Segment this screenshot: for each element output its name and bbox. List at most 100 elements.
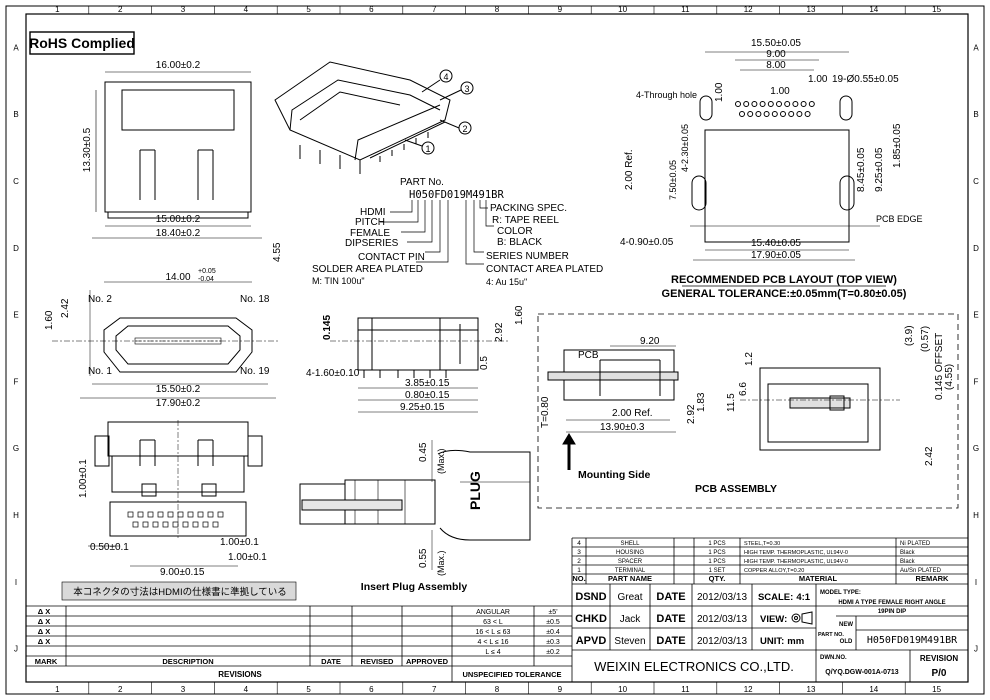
column-number: 15 bbox=[932, 685, 941, 694]
pcb-dim-925: 9.25±0.05 bbox=[874, 147, 885, 192]
bottom-dim-100-a: 1.00±0.1 bbox=[220, 537, 259, 548]
bottom-dim-900: 9.00±0.15 bbox=[160, 567, 205, 578]
side-dim-05: 0.5 bbox=[479, 356, 490, 370]
column-number: 1 bbox=[55, 5, 60, 14]
tb-scale: SCALE:4:1 bbox=[758, 592, 811, 603]
tb-dsnd-name: Great bbox=[617, 592, 642, 603]
asm-dim-292: 2.92 bbox=[686, 404, 697, 424]
part-no-title: PART No. bbox=[400, 177, 444, 188]
pin-hole bbox=[137, 511, 144, 518]
spec-note: 本コネクタの寸法はHDMIの仕様書に準拠している bbox=[73, 586, 287, 598]
mating-face-view bbox=[52, 281, 280, 399]
asm-dim-920: 9.20 bbox=[640, 336, 660, 347]
tb-view-label: VIEW: bbox=[760, 614, 787, 625]
row-letter: A bbox=[13, 43, 19, 52]
bottom-dim-100-b: 1.00±0.1 bbox=[228, 552, 267, 563]
pcb-hole bbox=[743, 101, 750, 107]
side-view bbox=[330, 317, 510, 413]
pn-left-solder-area: SOLDER AREA PLATED bbox=[312, 264, 423, 275]
tb-old: OLD bbox=[840, 639, 853, 645]
tolerance-value: ±5' bbox=[548, 609, 557, 616]
tb-model-label: MODEL TYPE: bbox=[820, 590, 861, 596]
front-dim-outer-width: 18.40±0.2 bbox=[156, 228, 201, 239]
mating-dim-tol-minus: -0.04 bbox=[198, 276, 214, 283]
bom-material: STEEL,T=0.30 bbox=[744, 541, 780, 547]
pin-no-19: No. 19 bbox=[240, 366, 270, 377]
pcb-dim-090: 4-0.90±0.05 bbox=[620, 237, 674, 248]
pcb-hole bbox=[759, 101, 766, 107]
pin-hole bbox=[212, 521, 219, 528]
bom-remark: Black bbox=[900, 559, 916, 565]
spec-note-box bbox=[61, 581, 297, 601]
bom-remark: Ni PLATED bbox=[900, 541, 931, 547]
pcb-assembly-side bbox=[547, 345, 679, 470]
plug-dim-055-max: (Max.) bbox=[436, 551, 446, 577]
tb-rev: P/0 bbox=[931, 668, 946, 679]
pcb-assembly-caption: PCB ASSEMBLY bbox=[695, 483, 777, 495]
row-letter: F bbox=[14, 377, 19, 386]
row-letter: H bbox=[13, 511, 19, 520]
pcb-hole bbox=[751, 101, 758, 107]
rev-head-revised: REVISED bbox=[361, 657, 395, 666]
tb-apvd: APVD bbox=[576, 635, 607, 647]
mating-dim-14: 14.00 bbox=[165, 272, 190, 283]
pcb-dim-230: 4-2.30±0.05 bbox=[680, 124, 690, 172]
pn-right-color: COLOR bbox=[497, 226, 533, 237]
rev-head-mark: MARK bbox=[35, 657, 58, 666]
column-number: 3 bbox=[181, 5, 186, 14]
pcb-hole bbox=[808, 101, 815, 107]
pin-hole bbox=[132, 521, 139, 528]
column-number: 15 bbox=[932, 5, 941, 14]
pin-hole bbox=[197, 511, 204, 518]
row-letter: E bbox=[973, 311, 978, 320]
column-number: 5 bbox=[306, 5, 311, 14]
pn-left-contact-pin: CONTACT PIN bbox=[358, 252, 425, 263]
tb-model-line2: 19PIN DIP bbox=[878, 609, 906, 615]
side-dim-0145: 0.145 bbox=[322, 315, 333, 340]
column-number: 2 bbox=[118, 5, 123, 14]
mating-dim-160: 1.60 bbox=[44, 310, 55, 330]
pcb-dim-100-a: 1.00 bbox=[770, 86, 790, 97]
row-letter: I bbox=[975, 578, 977, 587]
tb-date-1: 2012/03/13 bbox=[697, 592, 747, 603]
rev-head-approved: APPROVED bbox=[406, 657, 449, 666]
bom-head-qty: QTY. bbox=[709, 574, 726, 583]
pin-hole bbox=[202, 521, 209, 528]
pcb-dim-1790: 17.90±0.05 bbox=[751, 250, 801, 261]
row-letter: A bbox=[973, 43, 979, 52]
bom-material: COPPER ALLOY,T=0.20 bbox=[744, 568, 804, 574]
mounting-side-label: Mounting Side bbox=[578, 469, 650, 481]
revision-mark: Δ X bbox=[38, 637, 50, 646]
column-number: 13 bbox=[807, 5, 816, 14]
pcb-layout-view bbox=[690, 51, 880, 261]
side-dim-292: 2.92 bbox=[494, 322, 505, 342]
tb-date-label-2: DATE bbox=[656, 613, 685, 625]
side-dim-925: 9.25±0.15 bbox=[400, 402, 445, 413]
pcb-hole bbox=[780, 111, 786, 117]
asm-dim-12: 1.2 bbox=[744, 352, 755, 366]
pin-hole bbox=[152, 521, 159, 528]
asm-dim-115: 11.5 bbox=[726, 393, 737, 412]
tolerance-value: ±0.4 bbox=[546, 629, 560, 636]
tb-chkd-name: Jack bbox=[620, 614, 642, 625]
bom-head-remark: REMARK bbox=[916, 574, 949, 583]
row-letter: C bbox=[13, 177, 19, 186]
pin-hole bbox=[162, 521, 169, 528]
callout-4: 4 bbox=[443, 72, 448, 82]
pcb-hole bbox=[788, 111, 795, 117]
pn-right-black: B: BLACK bbox=[497, 237, 542, 248]
column-number: 13 bbox=[807, 685, 816, 694]
pcb-hole bbox=[796, 111, 803, 117]
pcb-hole bbox=[739, 111, 745, 117]
row-letter: H bbox=[973, 511, 979, 520]
revision-mark: Δ X bbox=[38, 627, 50, 636]
asm-dim-455: (4.55) bbox=[944, 364, 955, 390]
pin-hole bbox=[192, 521, 199, 528]
bottom-tables-grid bbox=[26, 537, 968, 682]
rev-head-desc: DESCRIPTION bbox=[162, 657, 213, 666]
asm-dim-242: 2.42 bbox=[924, 446, 935, 466]
pcb-hole bbox=[763, 111, 770, 117]
rev-head-date: DATE bbox=[321, 657, 341, 666]
bom-no: 2 bbox=[577, 558, 581, 565]
